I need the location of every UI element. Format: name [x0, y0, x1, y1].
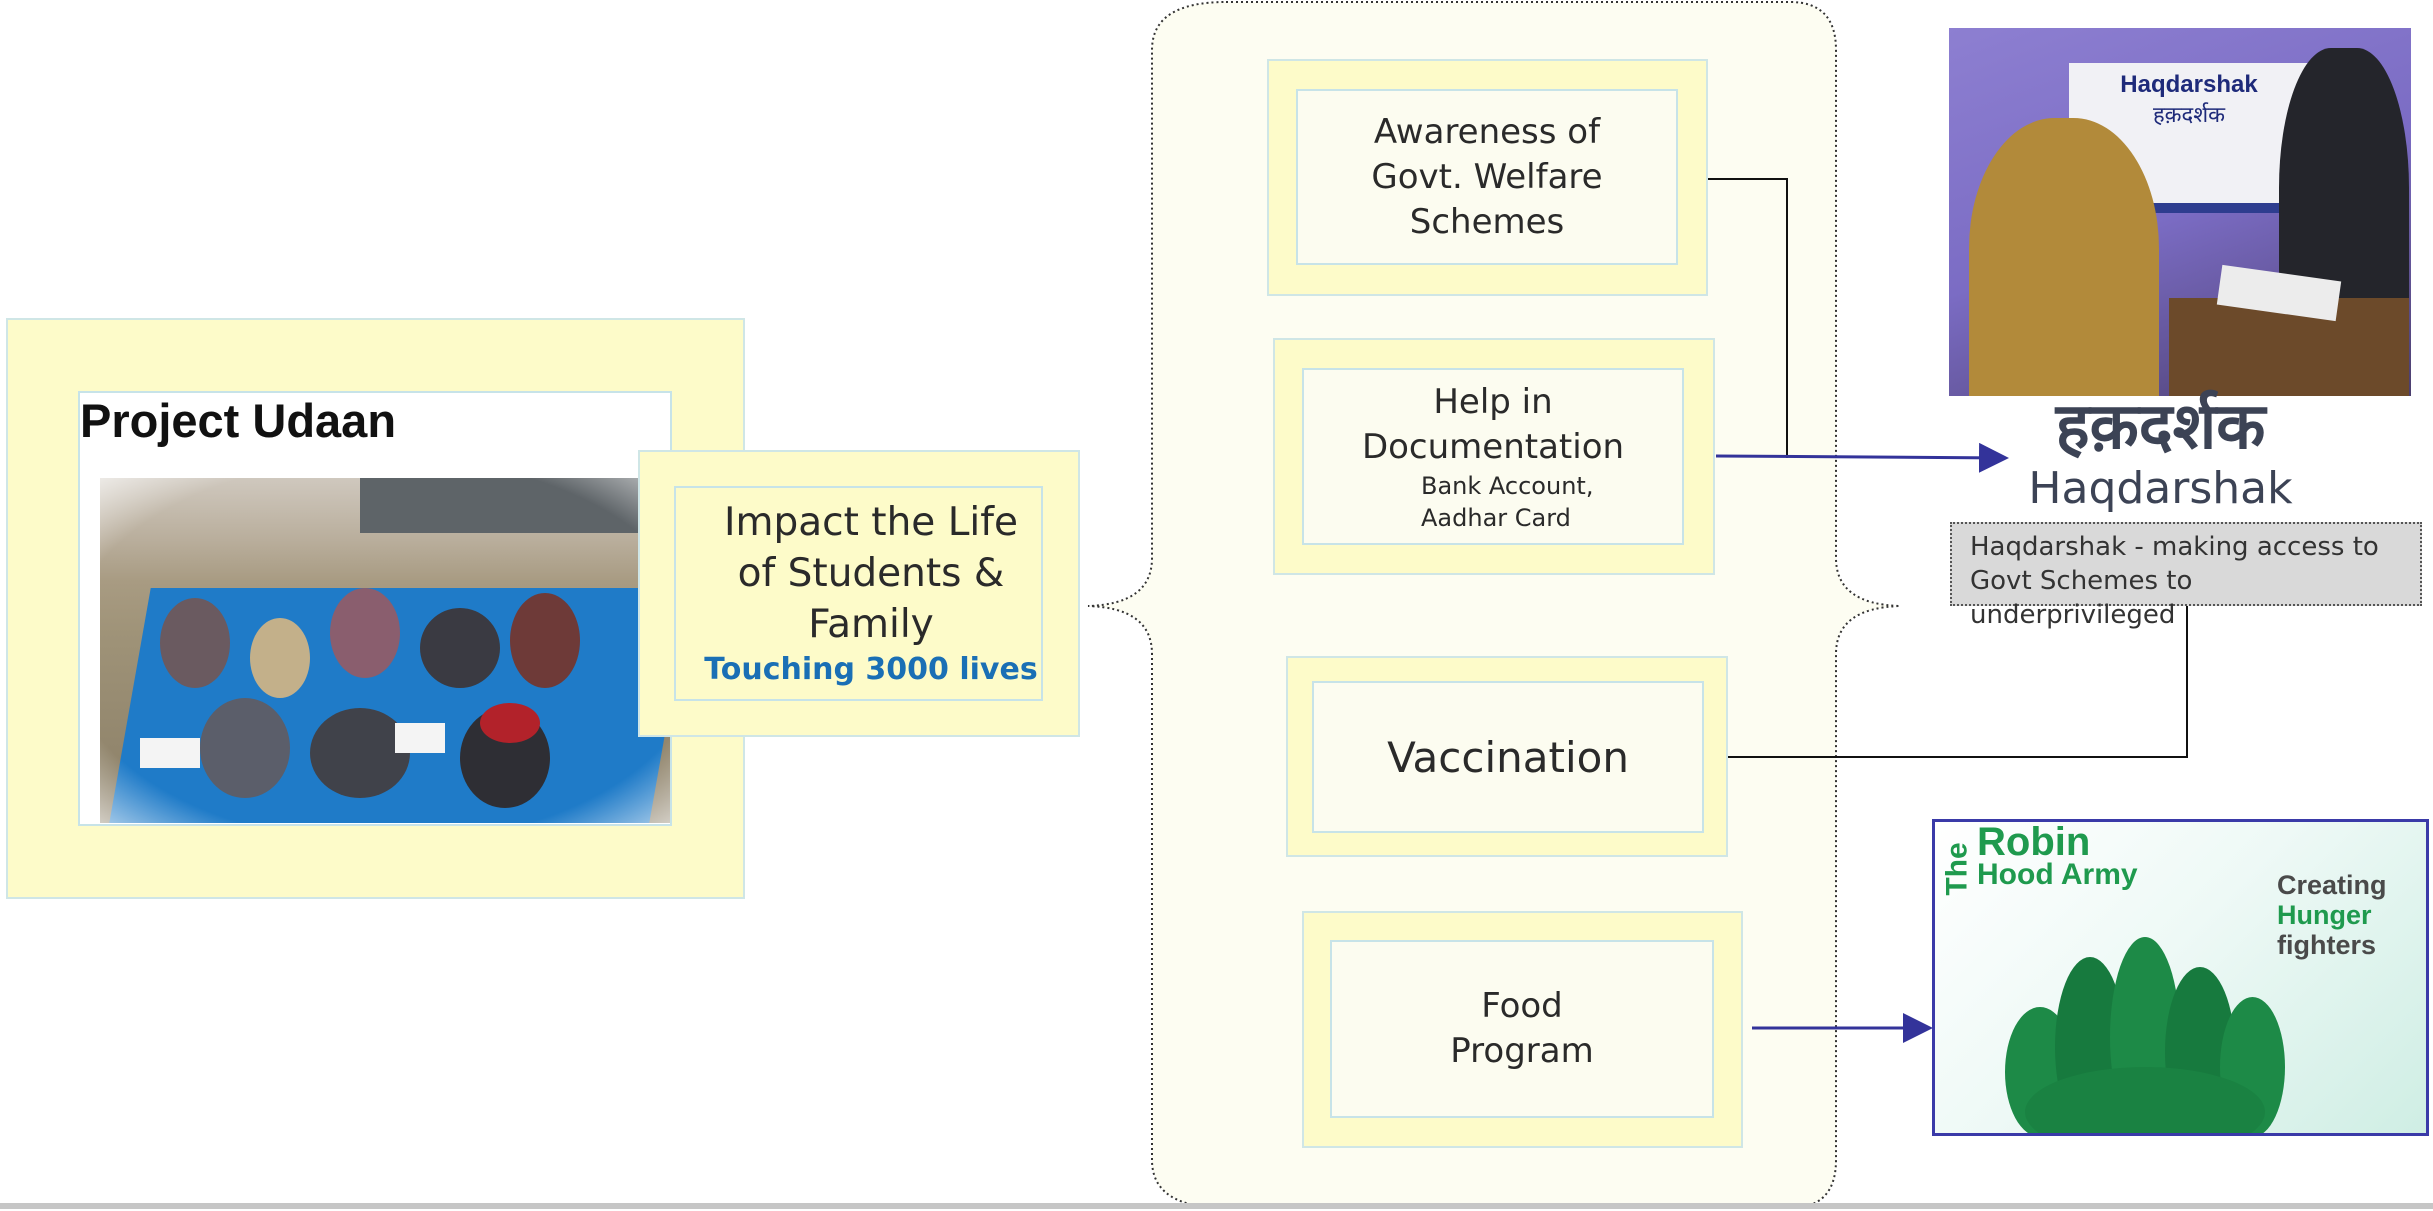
children-photo [100, 478, 670, 823]
caption-line-1: Haqdarshak - making access to [1970, 532, 2379, 562]
food-inner: Food Program [1330, 940, 1714, 1118]
awareness-inner: Awareness of Govt. Welfare Schemes [1296, 89, 1678, 265]
rha-tagline: Creating Hunger fighters [2277, 870, 2387, 960]
rha-the: The [1940, 842, 1974, 896]
awareness-line-3: Schemes [1409, 201, 1565, 242]
vaccination-label: Vaccination [1387, 732, 1629, 782]
food-line-2: Program [1450, 1031, 1594, 1071]
caption-line-2: Govt Schemes to underprivileged [1970, 566, 2193, 630]
documentation-line-1: Help in [1433, 381, 1553, 422]
haqdarshak-logo-bg [2010, 396, 2310, 516]
rha-tag-1: Creating [2277, 870, 2387, 900]
haqdarshak-caption: Haqdarshak - making access to Govt Schem… [1950, 522, 2422, 630]
documentation-sub-1: Bank Account, [1421, 471, 1594, 500]
woman-figure [1969, 118, 2159, 396]
rha-name-1: Robin [1977, 820, 2091, 864]
awareness-line-1: Awareness of [1373, 111, 1601, 152]
documentation-inner: Help in Documentation Bank Account, Aadh… [1302, 368, 1684, 545]
rha-tag-3: fighters [2277, 930, 2377, 960]
awareness-connector [1708, 178, 1788, 458]
bottom-divider [0, 1203, 2433, 1209]
food-line-1: Food [1481, 986, 1563, 1026]
haqdarshak-logo-english: Haqdarshak [2028, 463, 2293, 514]
haqdarshak-photo: Haqdarshak हक़दर्शक [1949, 28, 2411, 396]
documentation-arrow [1715, 442, 2009, 473]
rha-name-2: Hood Army [1977, 858, 2138, 891]
impact-text: Impact the Life of Students & Family Tou… [684, 486, 1058, 701]
impact-subtitle: Touching 3000 lives [704, 652, 1038, 687]
impact-line-1: Impact the Life [724, 500, 1018, 545]
impact-inner [674, 486, 1043, 701]
volunteers-group [1985, 917, 2285, 1133]
impact-card [638, 450, 1080, 737]
awareness-line-2: Govt. Welfare [1371, 156, 1603, 197]
vaccination-connector [1728, 606, 2188, 758]
banner-title-hi: हक़दर्शक [2152, 103, 2226, 128]
robinhood-army-image: The Robin Hood Army Creating Hunger figh… [1932, 819, 2429, 1136]
documentation-sub-2: Aadhar Card [1421, 503, 1571, 532]
vaccination-inner: Vaccination [1312, 681, 1704, 833]
impact-line-3: Family [808, 602, 934, 647]
documentation-line-2: Documentation [1361, 426, 1625, 467]
project-title: Project Udaan [80, 394, 397, 447]
haqdarshak-logo-hindi: हक़दर्शक [2055, 390, 2266, 464]
rha-tag-2: Hunger [2277, 900, 2372, 930]
tent [360, 478, 670, 533]
banner-title-en: Haqdarshak [2120, 71, 2258, 98]
impact-line-2: of Students & [737, 551, 1005, 596]
